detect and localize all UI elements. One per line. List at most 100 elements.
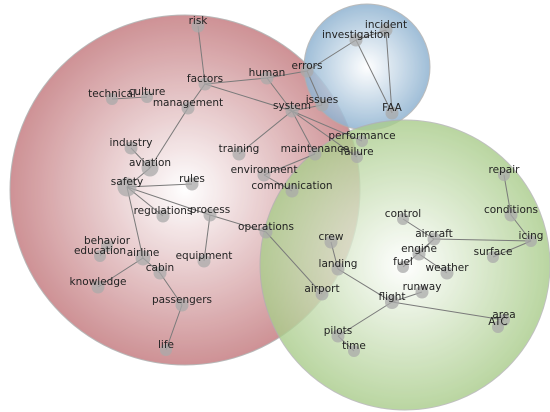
term-label-aircraft: aircraft <box>415 228 453 240</box>
term-label-FAA: FAA <box>382 102 403 114</box>
term-label-communication: communication <box>251 180 332 192</box>
node-industry <box>124 141 138 155</box>
term-label-training: training <box>219 143 260 155</box>
term-label-safety: safety <box>111 176 143 188</box>
edge-surface-icing <box>492 240 532 258</box>
edge-repair-conditions <box>503 174 512 216</box>
term-label-issues: issues <box>306 94 338 106</box>
term-label-crew: crew <box>319 231 344 243</box>
term-label-industry: industry <box>109 137 152 149</box>
edge-risk-factors <box>197 25 206 85</box>
node-conditions <box>504 208 518 222</box>
node-investigation <box>349 33 363 47</box>
node-engine <box>412 247 426 261</box>
node-maintenance <box>308 147 322 161</box>
edge-factors-system <box>204 83 293 112</box>
node-environment <box>257 168 271 182</box>
node-issues <box>315 98 329 112</box>
term-label-culture: culture <box>129 86 166 98</box>
term-label-system: system <box>273 100 311 112</box>
node-factors <box>198 77 212 91</box>
edge-airline-knowledge <box>97 257 144 288</box>
term-label-behavior: behavior <box>84 235 131 247</box>
edge-system-performance <box>291 110 363 142</box>
node-management <box>181 101 195 115</box>
edge-system-failure <box>291 110 358 158</box>
edge-aircraft-icing <box>433 238 532 242</box>
edge-passengers-life <box>165 304 183 351</box>
term-label-weather: weather <box>425 262 469 274</box>
term-label-regulations: regulations <box>134 205 193 217</box>
node-airport <box>315 287 329 301</box>
term-label-equipment: equipment <box>176 250 233 262</box>
term-label-maintenance: maintenance <box>281 143 350 155</box>
edge-landing-flight <box>337 268 393 303</box>
term-label-rules: rules <box>179 173 205 185</box>
node-communication <box>285 184 299 198</box>
term-label-control: control <box>385 208 421 220</box>
term-label-runway: runway <box>403 281 442 293</box>
node-behavior <box>101 240 113 252</box>
edge-factors-human <box>204 77 268 85</box>
term-label-surface: surface <box>474 246 513 258</box>
term-label-risk: risk <box>189 15 209 27</box>
edge-flight-pilots <box>337 301 393 337</box>
node-fuel <box>397 261 409 273</box>
edge-safety-airline <box>126 186 144 259</box>
edge-system-training <box>238 110 293 155</box>
term-label-engine: engine <box>401 243 437 255</box>
node-failure <box>351 151 363 163</box>
node-aircraft <box>427 232 441 246</box>
term-label-area: area <box>492 309 515 321</box>
node-landing <box>331 262 345 276</box>
term-label-education: education <box>74 245 126 257</box>
term-label-aviation: aviation <box>129 157 171 169</box>
node-cabin <box>153 266 167 280</box>
node-icing <box>525 235 537 247</box>
term-label-passengers: passengers <box>152 294 212 306</box>
term-label-pilots: pilots <box>324 325 353 337</box>
node-airline <box>135 250 151 266</box>
edge-errors-investigation <box>306 39 357 72</box>
term-label-errors: errors <box>292 60 323 72</box>
term-label-airline: airline <box>127 247 160 259</box>
edge-human-system <box>266 77 293 112</box>
node-surface <box>487 251 499 263</box>
term-label-flight: flight <box>379 291 406 303</box>
edge-human-errors <box>266 70 308 79</box>
term-label-management: management <box>153 97 223 109</box>
edge-system-maintenance <box>291 110 316 155</box>
term-label-conditions: conditions <box>484 204 538 216</box>
node-human <box>260 71 274 85</box>
node-control <box>397 213 409 225</box>
edge-process-equipment <box>203 214 211 262</box>
node-process <box>203 208 217 222</box>
node-aviation <box>141 159 159 177</box>
term-label-operations: operations <box>238 221 294 233</box>
node-incident <box>379 23 393 37</box>
edge-incident-FAA <box>385 29 393 114</box>
edge-flight-area <box>391 301 505 321</box>
term-label-environment: environment <box>231 164 298 176</box>
term-label-investigation: investigation <box>322 29 390 41</box>
node-operations <box>259 225 273 239</box>
term-label-landing: landing <box>319 258 358 270</box>
node-knowledge <box>91 280 105 294</box>
node-runway <box>415 285 429 299</box>
node-errors <box>300 64 314 78</box>
node-repair <box>498 169 510 181</box>
nodes-layer <box>91 19 537 357</box>
node-system <box>285 104 299 118</box>
node-life <box>160 344 172 356</box>
node-passengers <box>175 298 189 312</box>
node-flight <box>385 295 399 309</box>
node-culture <box>141 91 153 103</box>
term-label-icing: icing <box>519 230 544 242</box>
node-training <box>232 147 246 161</box>
edge-safety-process <box>126 186 211 216</box>
node-FAA <box>385 106 399 120</box>
term-label-life: life <box>158 339 174 351</box>
node-performance <box>356 135 368 147</box>
